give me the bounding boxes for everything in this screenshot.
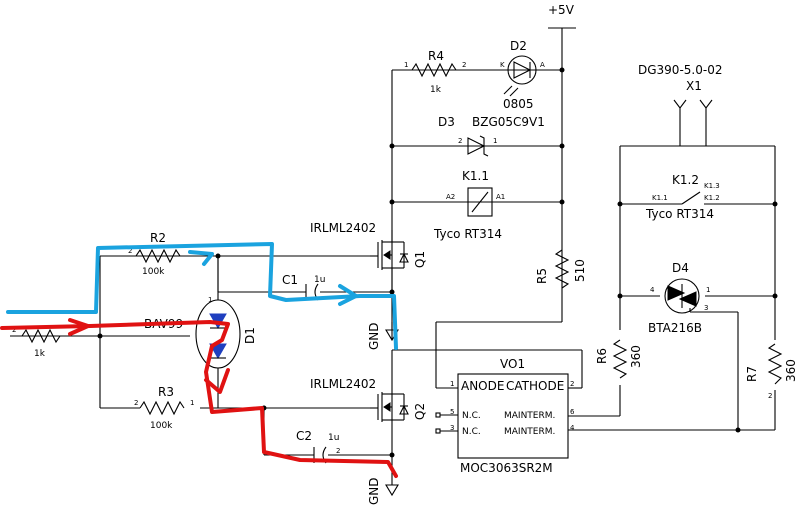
svg-text:D2: D2 xyxy=(510,39,527,53)
resistor-r3: R3 100k 2 1 xyxy=(134,385,194,431)
svg-text:BTA216B: BTA216B xyxy=(648,321,702,335)
svg-text:1: 1 xyxy=(404,61,408,69)
svg-text:K1.3: K1.3 xyxy=(704,182,720,190)
resistor-r2: R2 100k 2 xyxy=(128,231,181,277)
relay-contact-k1-2: K1.2 Tyco RT314 K1.1 K1.2 K1.3 xyxy=(645,173,730,221)
svg-text:A1: A1 xyxy=(496,193,505,201)
svg-text:MOC3063SR2M: MOC3063SR2M xyxy=(460,461,553,475)
svg-text:D4: D4 xyxy=(672,261,689,275)
svg-text:R3: R3 xyxy=(158,385,174,399)
svg-text:C1: C1 xyxy=(282,273,298,287)
svg-text:360: 360 xyxy=(784,359,798,382)
svg-text:1k: 1k xyxy=(430,85,442,95)
mosfet-q2: IRLML2402 Q2 xyxy=(310,377,427,422)
svg-text:K: K xyxy=(500,61,505,69)
svg-text:BZG05C9V1: BZG05C9V1 xyxy=(472,115,545,129)
svg-text:1: 1 xyxy=(493,137,497,145)
svg-text:2: 2 xyxy=(128,247,132,255)
svg-text:6: 6 xyxy=(570,408,575,416)
svg-text:2: 2 xyxy=(768,392,772,400)
capacitor-c2: C2 1u 2 xyxy=(296,429,340,464)
relay-coil-k1-1: K1.1 Tyco RT314 A2 A1 xyxy=(433,169,505,241)
svg-text:R5: R5 xyxy=(535,268,549,284)
mosfet-q1: IRLML2402 Q1 xyxy=(310,221,427,292)
svg-text:C2: C2 xyxy=(296,429,312,443)
svg-text:510: 510 xyxy=(573,259,587,282)
led-d2: D2 0805 K A xyxy=(500,39,545,111)
svg-text:1k: 1k xyxy=(34,349,46,359)
svg-text:ANODE: ANODE xyxy=(461,379,504,393)
svg-text:GND: GND xyxy=(367,322,381,350)
svg-text:GND: GND xyxy=(367,477,381,505)
svg-text:2: 2 xyxy=(134,399,138,407)
red-marker-path xyxy=(0,318,398,478)
svg-text:K1.1: K1.1 xyxy=(652,194,668,202)
capacitor-c1: C1 1u xyxy=(282,273,325,301)
connector-x1: DG390-5.0-02 X1 xyxy=(638,63,722,109)
svg-text:2: 2 xyxy=(336,447,340,455)
triac-d4: D4 BTA216B 4 1 3 xyxy=(648,261,710,335)
svg-text:2: 2 xyxy=(570,380,574,388)
svg-text:D3: D3 xyxy=(438,115,455,129)
svg-text:K1.2: K1.2 xyxy=(672,173,699,187)
resistor-r1: 1k 2 xyxy=(12,326,61,359)
resistor-r4: R4 1k 1 2 xyxy=(404,49,466,95)
svg-text:1u: 1u xyxy=(314,275,325,285)
blue-marker-path xyxy=(6,242,398,350)
svg-text:3: 3 xyxy=(450,424,454,432)
svg-text:K1.2: K1.2 xyxy=(704,194,720,202)
svg-text:1: 1 xyxy=(450,380,454,388)
svg-text:X1: X1 xyxy=(686,79,702,93)
optocoupler-vo1: VO1 ANODE CATHODE N.C. N.C. MAINTERM. MA… xyxy=(435,357,575,475)
svg-text:IRLML2402: IRLML2402 xyxy=(310,377,376,391)
svg-text:1: 1 xyxy=(208,296,212,304)
svg-text:R2: R2 xyxy=(150,231,166,245)
svg-text:2: 2 xyxy=(12,326,16,334)
zener-d3: D3 BZG05C9V1 2 1 xyxy=(438,115,545,157)
svg-text:360: 360 xyxy=(629,345,643,368)
svg-text:100k: 100k xyxy=(142,267,165,277)
svg-text:A: A xyxy=(540,61,545,69)
vcc-symbol: +5V xyxy=(548,3,575,17)
svg-text:R4: R4 xyxy=(428,49,444,63)
svg-text:1: 1 xyxy=(706,286,710,294)
svg-text:R6: R6 xyxy=(595,348,609,364)
svg-text:100k: 100k xyxy=(150,421,173,431)
svg-text:D1: D1 xyxy=(243,327,257,344)
resistor-r6: R6 360 xyxy=(595,339,643,379)
svg-text:Q2: Q2 xyxy=(413,403,427,420)
svg-text:2: 2 xyxy=(458,137,462,145)
svg-text:2: 2 xyxy=(462,61,466,69)
svg-text:1u: 1u xyxy=(328,433,339,443)
svg-text:1: 1 xyxy=(190,399,194,407)
svg-text:Q1: Q1 xyxy=(413,251,427,268)
svg-text:VO1: VO1 xyxy=(500,357,525,371)
svg-text:N.C.: N.C. xyxy=(462,427,481,437)
svg-text:MAINTERM.: MAINTERM. xyxy=(504,411,555,421)
svg-text:Tyco RT314: Tyco RT314 xyxy=(433,227,502,241)
svg-text:0805: 0805 xyxy=(503,97,534,111)
svg-text:CATHODE: CATHODE xyxy=(506,379,564,393)
svg-text:MAINTERM.: MAINTERM. xyxy=(504,427,555,437)
svg-text:3: 3 xyxy=(704,304,708,312)
svg-text:R7: R7 xyxy=(745,366,759,382)
svg-text:DG390-5.0-02: DG390-5.0-02 xyxy=(638,63,722,77)
svg-text:IRLML2402: IRLML2402 xyxy=(310,221,376,235)
svg-text:4: 4 xyxy=(650,286,655,294)
gnd-symbol-2: GND xyxy=(367,477,399,505)
svg-text:Tyco RT314: Tyco RT314 xyxy=(645,207,714,221)
svg-text:5: 5 xyxy=(450,408,454,416)
svg-text:K1.1: K1.1 xyxy=(462,169,489,183)
resistor-r7: R7 360 2 xyxy=(745,343,798,400)
svg-text:A2: A2 xyxy=(446,193,455,201)
svg-text:4: 4 xyxy=(570,424,575,432)
svg-text:+5V: +5V xyxy=(548,3,575,17)
wires xyxy=(10,27,776,485)
svg-text:N.C.: N.C. xyxy=(462,411,481,421)
diode-pair-d1: BAV99 D1 1 xyxy=(144,296,257,369)
resistor-r5: R5 510 xyxy=(535,249,587,289)
